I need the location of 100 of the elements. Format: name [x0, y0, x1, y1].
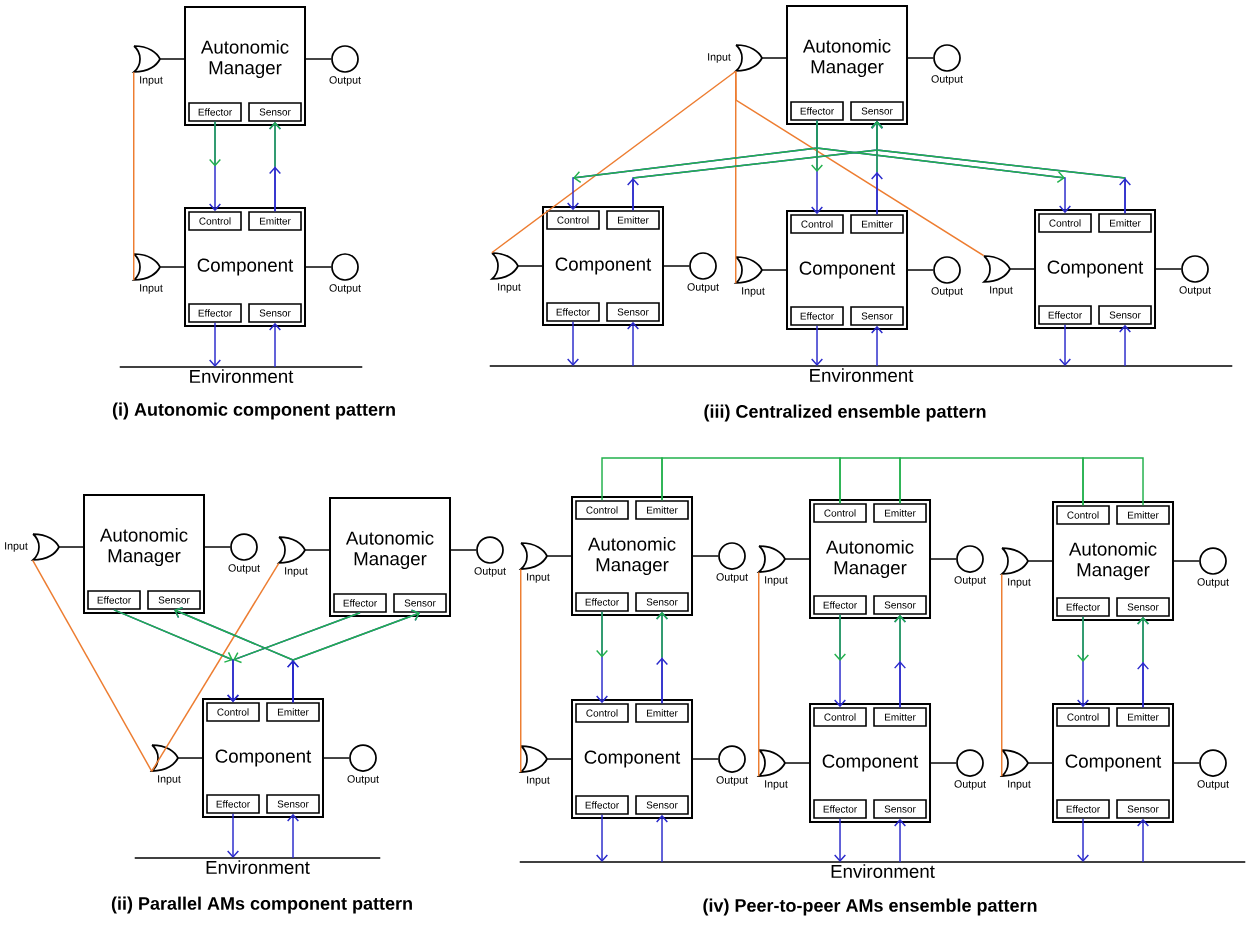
connector-line	[907, 269, 934, 271]
arrow	[893, 614, 907, 708]
port-label: Input	[5, 542, 28, 552]
arrow	[286, 609, 420, 703]
port-label: Input	[708, 53, 731, 63]
link-line	[133, 71, 135, 281]
connector-line	[1027, 762, 1053, 764]
connector-line	[692, 555, 719, 557]
connector-line	[907, 57, 934, 59]
port-label: Input	[742, 287, 765, 297]
port-box: Emitter	[635, 500, 689, 520]
connector-line	[546, 758, 572, 760]
arrow	[208, 322, 222, 367]
port-label: Output	[954, 780, 986, 790]
connector-line	[305, 58, 332, 60]
port-label: Output	[954, 576, 986, 586]
connector-line	[177, 757, 203, 759]
arrow	[893, 818, 907, 863]
arrow	[208, 121, 222, 212]
connector-line	[663, 265, 690, 267]
port-box: Sensor	[1098, 305, 1152, 325]
arrow	[1076, 818, 1090, 862]
panel-caption: (iv) Peer-to-peer AMs ensemble pattern	[703, 898, 1037, 916]
port-box: Sensor	[393, 593, 447, 613]
connector-line	[1155, 268, 1182, 270]
arrow	[1058, 324, 1072, 366]
port-label: Input	[990, 286, 1013, 296]
port-label: Output	[329, 76, 361, 86]
link-line	[491, 70, 737, 254]
port-box: Effector	[188, 303, 242, 323]
connector-line	[784, 762, 810, 764]
port-label: Output	[474, 567, 506, 577]
link-line	[1001, 573, 1003, 777]
connector-line	[323, 757, 350, 759]
port-box: Control	[206, 702, 260, 722]
port-box: Effector	[790, 306, 844, 326]
port-box: Emitter	[1098, 213, 1152, 233]
arrow	[286, 813, 300, 859]
arrow	[870, 120, 1132, 214]
port-box: Emitter	[873, 503, 927, 523]
port-box: Sensor	[850, 306, 904, 326]
port-box: Sensor	[635, 795, 689, 815]
port-box: Sensor	[873, 799, 927, 819]
environment-line: Environment	[133, 857, 382, 874]
port-label: Output	[329, 284, 361, 294]
port-box: Sensor	[606, 302, 660, 322]
arrow	[595, 814, 609, 862]
connector-line	[546, 555, 572, 557]
port-box: Sensor	[850, 101, 904, 121]
port-label: Input	[140, 284, 163, 294]
connector-line	[930, 762, 957, 764]
port-box: Effector	[575, 592, 629, 612]
port-label: Input	[1008, 578, 1031, 588]
port-label: Output	[716, 776, 748, 786]
arrow	[833, 818, 847, 862]
port-box: Sensor	[1116, 799, 1170, 819]
connector-line	[1173, 762, 1200, 764]
port-box: Sensor	[873, 595, 927, 615]
connector-line	[159, 266, 185, 268]
port-box: Sensor	[1116, 597, 1170, 617]
port-box: Effector	[813, 595, 867, 615]
connector-line	[784, 558, 810, 560]
port-box: Sensor	[248, 303, 302, 323]
arrow	[1136, 818, 1150, 863]
port-box: Sensor	[248, 102, 302, 122]
port-box: Emitter	[873, 707, 927, 727]
port-box: Effector	[790, 101, 844, 121]
port-box: Effector	[206, 794, 260, 814]
port-box: Control	[1056, 707, 1110, 727]
port-box: Sensor	[266, 794, 320, 814]
arrow	[1076, 616, 1090, 708]
environment-line: Environment	[118, 366, 364, 383]
port-box: Effector	[87, 590, 141, 610]
port-box: Emitter	[266, 702, 320, 722]
panel-caption: (ii) Parallel AMs component pattern	[111, 896, 412, 914]
connector-line	[1009, 268, 1035, 270]
arrow	[810, 325, 824, 366]
arrow	[655, 611, 669, 704]
port-box: Control	[790, 214, 844, 234]
connector-line	[517, 265, 543, 267]
link-line	[32, 559, 153, 772]
arrow	[816, 120, 1072, 214]
arrow	[1136, 616, 1150, 708]
panel-caption: (i) Autonomic component pattern	[112, 402, 395, 420]
port-box: Control	[813, 503, 867, 523]
port-label: Input	[527, 776, 550, 786]
port-box: Control	[1056, 505, 1110, 525]
arrow	[870, 325, 884, 367]
port-box: Sensor	[147, 590, 201, 610]
port-box: Control	[575, 703, 629, 723]
port-label: Input	[1008, 780, 1031, 790]
connector-line	[1027, 560, 1053, 562]
connector-line	[58, 546, 84, 548]
connector-line	[304, 549, 330, 551]
port-box: Sensor	[635, 592, 689, 612]
connector-line	[204, 546, 231, 548]
connector-line	[450, 549, 477, 551]
connector-line	[692, 758, 719, 760]
port-box: Control	[188, 211, 242, 231]
port-box: Effector	[1056, 597, 1110, 617]
